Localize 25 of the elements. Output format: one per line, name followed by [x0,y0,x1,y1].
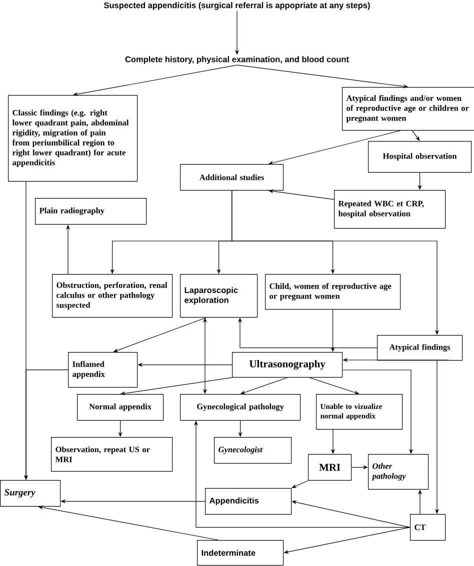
process-box: Atypical findings [377,335,463,361]
process-box: Inflamed appendix [68,352,138,388]
process-box: MRI [308,454,352,481]
process-box: Atypical findings and/or women of reproductive age or children or pregnant women [342,87,474,131]
process-box: Indeterminate [197,540,284,566]
process-box: Hospital observation [368,141,472,173]
process-box: Normal appendix [77,394,164,421]
step-text: Complete history, physical examination, and blood count [125,56,349,64]
process-box: Laparoscopic exploration [180,274,258,318]
process-box: Gynecological pathology [180,394,301,421]
process-box: Appendicitis [205,488,292,515]
arrow [412,130,420,141]
process-box: Other pathology [368,454,429,490]
process-box: Obstruction, perforation, renal calculus or other pathology suspected [52,274,173,318]
process-box: Plain radiography [35,198,147,225]
process-box: Additional studies [180,164,284,191]
process-box: CT [410,514,446,541]
process-box: Repeated WBC et CRP, hospital observation [334,190,446,229]
process-box: Ultrasonography [232,352,343,378]
process-box: Surgery [0,480,61,507]
step-text: Suspected appendicitis (surgical referral is appopriate at any steps) [104,2,370,10]
process-box: Observation, repeat US or MRI [51,437,173,472]
process-box: Classic findings (e.g. right lower quadrant pain, abdominal rigidity, migration of pain from periumbilical region to right lower quadrant) for acute appendicitis [8,95,138,182]
process-box: Gynecologist [214,437,292,464]
process-box: Child, women of reproductive age or pregnant women [265,274,401,310]
